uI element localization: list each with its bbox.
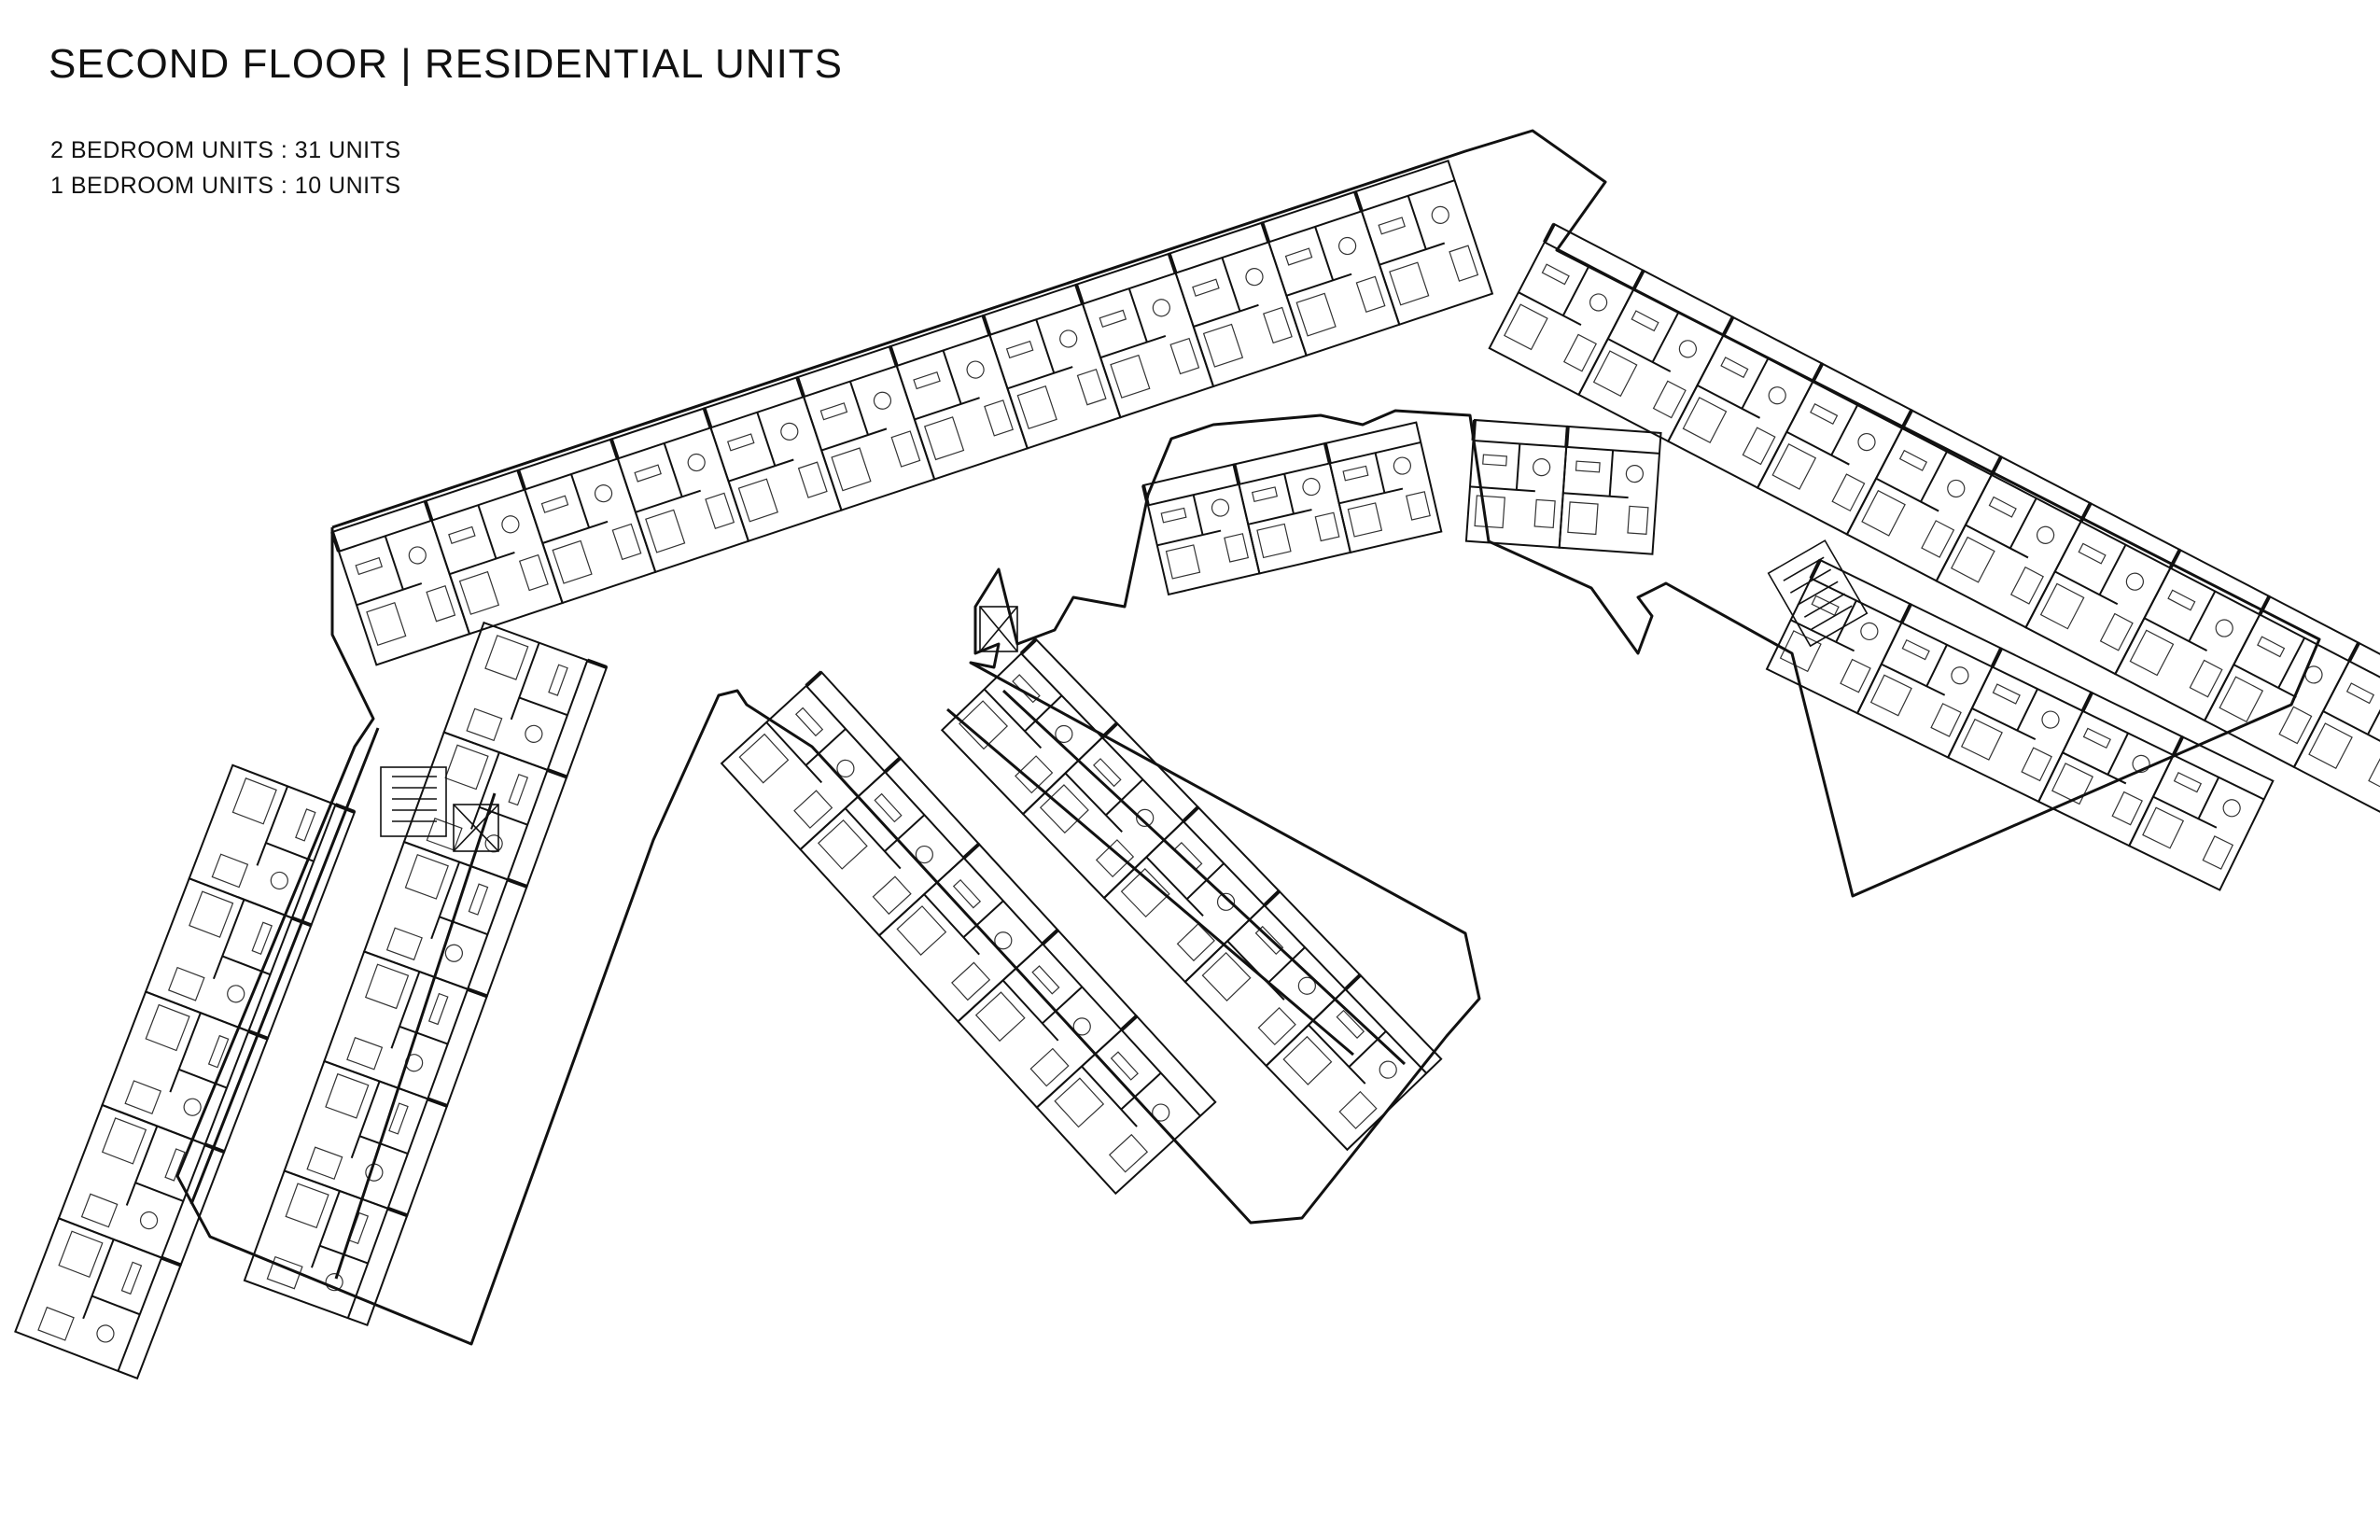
residential-unit (423, 469, 564, 636)
residential-unit (1141, 463, 1261, 596)
residential-unit (516, 438, 657, 605)
stair-icon (979, 606, 1018, 652)
residential-unit (1577, 269, 1734, 443)
residential-unit (940, 637, 1119, 816)
residential-unit (877, 842, 1059, 1023)
residential-unit (720, 670, 902, 851)
building-outline (175, 129, 2321, 1346)
residential-unit (323, 950, 489, 1108)
corridor-west-2 (334, 792, 497, 1280)
center-north-block-a (1141, 421, 1443, 596)
stair-icon (380, 766, 447, 837)
residential-unit (1021, 721, 1200, 900)
residential-unit (362, 840, 528, 998)
residential-unit (888, 314, 1029, 481)
residential-unit (442, 621, 609, 778)
residential-unit (330, 499, 471, 666)
corridor-south (946, 707, 1354, 1057)
residential-unit (1845, 409, 2003, 582)
south-wing-inner (940, 637, 1443, 1152)
residential-unit (1353, 160, 1494, 327)
north-wing (330, 160, 1494, 666)
residential-unit (283, 1059, 449, 1217)
one-bedroom-count: 1 BEDROOM UNITS : 10 UNITS (50, 173, 401, 199)
stair-icon (1767, 539, 1869, 648)
residential-unit (1558, 425, 1662, 555)
east-wing (1765, 558, 2275, 891)
residential-unit (799, 756, 981, 937)
residential-unit (1323, 421, 1443, 554)
residential-unit (1035, 1015, 1217, 1196)
unit-summary: 2 BEDROOM UNITS : 31 UNITS 1 BEDROOM UNI… (50, 133, 401, 203)
residential-unit (2127, 735, 2275, 891)
residential-unit (2037, 691, 2184, 847)
residential-unit (957, 929, 1139, 1110)
residential-unit (14, 1216, 182, 1380)
residential-unit (1855, 603, 2003, 759)
building-wings (14, 160, 2380, 1380)
residential-unit (795, 344, 936, 511)
residential-unit (609, 407, 750, 574)
west-wing-inner (243, 621, 609, 1327)
residential-unit (1265, 973, 1443, 1152)
elevator-icon (453, 804, 499, 852)
south-wing-outer (720, 670, 1217, 1196)
residential-unit (243, 1169, 409, 1327)
center-north-block-b (1464, 418, 1662, 555)
two-bedroom-count: 2 BEDROOM UNITS : 31 UNITS (50, 137, 401, 163)
residential-unit (702, 376, 843, 543)
page-title: SECOND FLOOR | RESIDENTIAL UNITS (49, 41, 844, 87)
residential-unit (1666, 315, 1824, 490)
residential-unit (981, 283, 1122, 450)
residential-unit (1102, 805, 1281, 984)
northeast-wing (1488, 222, 2380, 816)
residential-unit (1488, 222, 1645, 397)
residential-unit (1946, 647, 2093, 804)
residential-unit (188, 763, 357, 927)
corridor-west (189, 727, 380, 1205)
residential-unit (1260, 190, 1401, 357)
residential-unit (1074, 252, 1215, 419)
residential-unit (1756, 362, 1913, 536)
residential-unit (1167, 221, 1308, 388)
residential-unit (2292, 641, 2380, 816)
residential-unit (2024, 501, 2181, 676)
corridor-south-2 (1001, 689, 1407, 1066)
outer-boundary (175, 129, 2321, 1346)
residential-unit (1765, 558, 1912, 715)
west-wing-outer (14, 763, 357, 1380)
residential-unit (2203, 595, 2360, 769)
